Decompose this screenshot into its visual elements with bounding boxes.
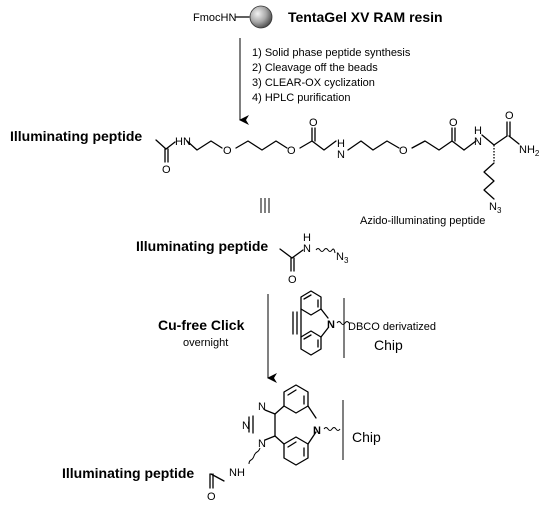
product-atom-o: O bbox=[207, 491, 216, 503]
atom-h-2: H bbox=[474, 125, 482, 137]
atom-h-1: H bbox=[337, 138, 345, 150]
equivalence-symbol bbox=[260, 198, 270, 213]
product-wavy-bond-chip bbox=[323, 427, 341, 431]
atom-o-2: O bbox=[223, 145, 232, 157]
resin-name: TentaGel XV RAM resin bbox=[288, 9, 443, 25]
step-3: 3) CLEAR-OX cyclization bbox=[252, 77, 375, 89]
peg-chain-4 bbox=[235, 140, 288, 151]
peptide-label-1: Illuminating peptide bbox=[10, 128, 142, 144]
click-subtitle: overnight bbox=[183, 337, 228, 349]
atom-n3-1: N3 bbox=[489, 201, 502, 215]
triazole-n-3: N bbox=[258, 438, 266, 450]
peg-chain-1 bbox=[155, 139, 167, 150]
azido-label: Azido-illuminating peptide bbox=[360, 215, 485, 227]
product-chip-label: Chip bbox=[352, 429, 381, 445]
amide-bond bbox=[508, 135, 520, 145]
dbco-chip-label: Chip bbox=[374, 337, 403, 353]
dbco-label: DBCO derivatized bbox=[348, 321, 436, 333]
resin-group: FmocHN TentaGel XV RAM resin bbox=[193, 5, 443, 29]
simple-wavy-bond bbox=[315, 248, 336, 254]
azido-peptide-structure: Illuminating peptide HN O O O O H N O O … bbox=[10, 110, 540, 227]
resin-bead-icon bbox=[249, 5, 273, 29]
dbco-structure: N DBCO derivatized Chip bbox=[292, 290, 436, 358]
simple-atom-n: N bbox=[303, 243, 311, 255]
peg-chain-6 bbox=[347, 140, 400, 151]
click-title: Cu-free Click bbox=[158, 317, 245, 333]
atom-o-6: O bbox=[449, 117, 458, 129]
simple-atom-h: H bbox=[303, 232, 311, 244]
synthesis-steps: 1) Solid phase peptide synthesis 2) Clea… bbox=[252, 47, 411, 104]
product-atom-nh: NH bbox=[229, 467, 245, 479]
product-atom-n: N bbox=[313, 425, 321, 437]
triazole-n-1: N bbox=[258, 401, 266, 413]
step-2: 2) Cleavage off the beads bbox=[252, 62, 378, 74]
atom-o-4: O bbox=[309, 117, 318, 129]
product-structure: N N N N Chip NH O Illuminating peptide bbox=[62, 384, 381, 503]
simple-bond-1 bbox=[279, 248, 293, 259]
atom-n-2: N bbox=[474, 136, 482, 148]
atom-o-7: O bbox=[505, 110, 514, 122]
atom-o-5: O bbox=[399, 145, 408, 157]
peg-chain-2 bbox=[165, 141, 176, 150]
atom-hn-1: HN bbox=[175, 136, 191, 148]
step-4: 4) HPLC purification bbox=[252, 92, 350, 104]
simple-atom-n3: N3 bbox=[336, 251, 349, 265]
simple-atom-o: O bbox=[288, 274, 297, 286]
peg-chain-8 bbox=[463, 140, 477, 151]
lysine-backbone bbox=[481, 134, 508, 146]
peptide-label-2: Illuminating peptide bbox=[136, 238, 268, 254]
simplified-peptide: Illuminating peptide H N O N3 bbox=[136, 232, 349, 286]
dbco-atom-n: N bbox=[327, 319, 335, 331]
peg-chain-5 bbox=[299, 140, 337, 151]
atom-n-1: N bbox=[337, 149, 345, 161]
atom-o-1: O bbox=[162, 164, 171, 176]
peg-chain-3 bbox=[186, 140, 223, 151]
lysine-sidechain bbox=[483, 162, 495, 200]
peg-chain-7 bbox=[411, 140, 465, 151]
step-1: 1) Solid phase peptide synthesis bbox=[252, 47, 411, 59]
product-wavy-bond-peptide bbox=[248, 447, 261, 465]
fmochn-label: FmocHN bbox=[193, 12, 236, 24]
simple-bond-2 bbox=[291, 249, 304, 259]
triazole-n-2: N bbox=[242, 420, 250, 432]
atom-nh2: NH2 bbox=[519, 144, 540, 158]
atom-o-3: O bbox=[287, 145, 296, 157]
dbco-wavy-bond bbox=[336, 321, 350, 325]
peptide-label-3: Illuminating peptide bbox=[62, 465, 194, 481]
